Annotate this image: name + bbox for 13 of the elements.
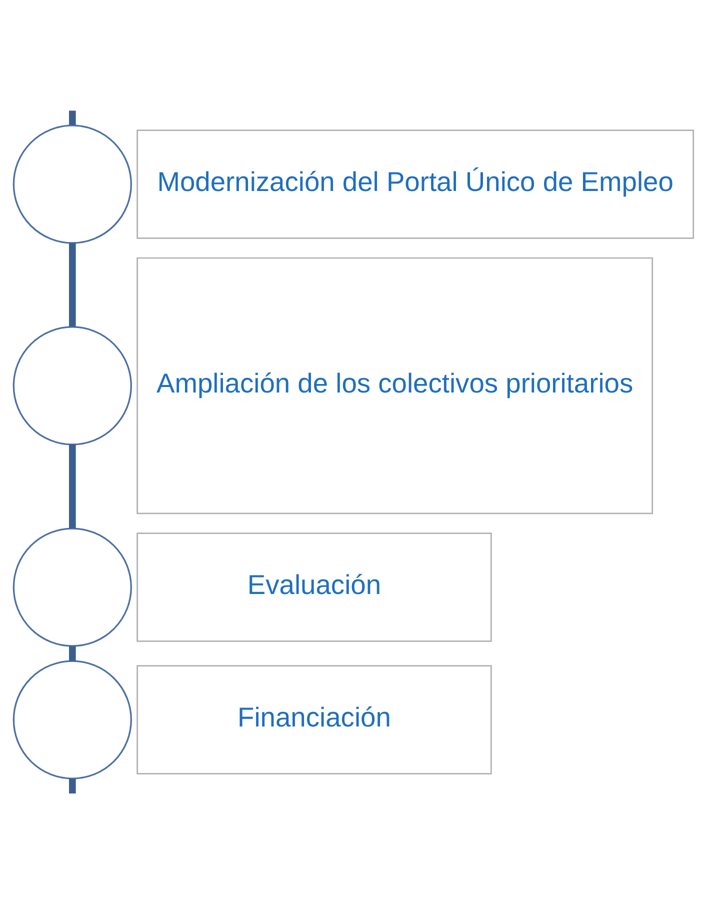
connector [69, 444, 76, 528]
node-circle [12, 527, 132, 646]
connector [69, 242, 76, 326]
connector [69, 646, 76, 660]
node-circle [12, 326, 132, 445]
node-box: Evaluación [136, 532, 492, 642]
node-box: Ampliación de los colectivos prioritarios [136, 256, 654, 514]
node-box: Financiación [136, 664, 492, 774]
connector [69, 110, 76, 125]
node-circle [12, 660, 132, 779]
node-circle [12, 124, 132, 244]
connector [69, 778, 76, 793]
node-box: Modernización del Portal Único de Empleo [136, 129, 694, 238]
